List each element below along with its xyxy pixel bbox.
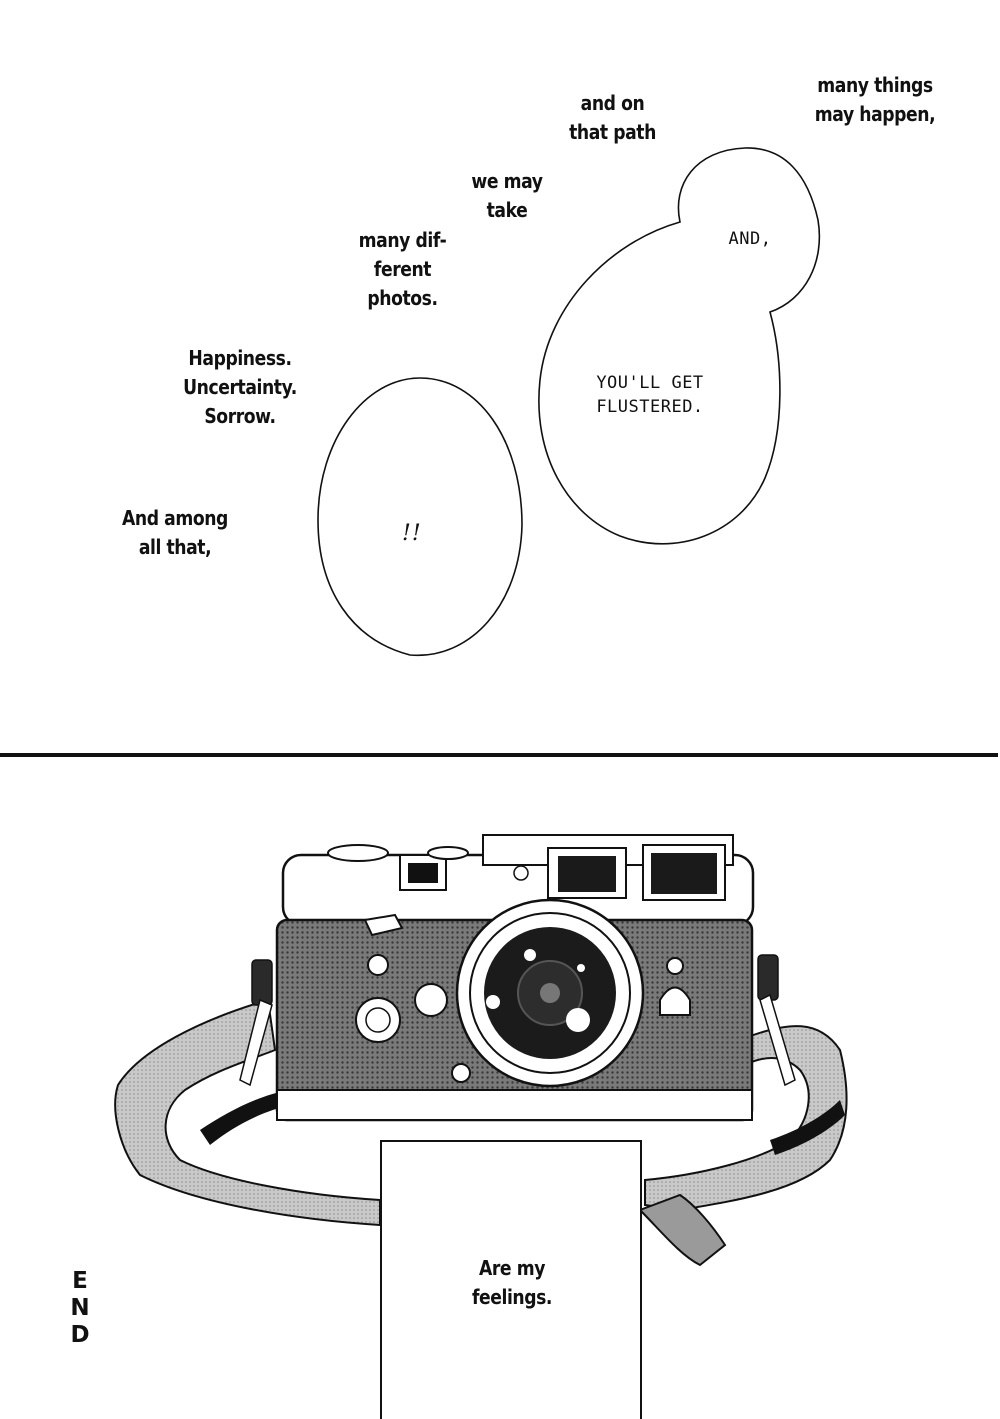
caption-box: Are my feelings. <box>380 1140 642 1419</box>
narration-many-things: many things may happen, <box>814 73 936 126</box>
narration-and-among-all-that: And among all that, <box>122 506 228 559</box>
narration-and-on-that-path: and on that path <box>569 91 656 144</box>
bubble-text-exclaim: !! <box>402 521 422 546</box>
camera-body <box>275 834 755 1122</box>
narration-we-may-take: we may take <box>471 169 543 222</box>
balloon-exclaim <box>317 377 523 657</box>
speech-balloons-layer <box>0 147 998 757</box>
narration-many-different-photos: many dif- ferent photos. <box>358 228 447 310</box>
narration-happiness: Happiness. Uncertainty. Sorrow. <box>183 346 297 428</box>
bubble-text-flustered: YOU'LL GET FLUSTERED. <box>596 373 704 417</box>
balloon-and-flustered <box>538 147 821 545</box>
end-mark: E N D <box>70 1268 90 1348</box>
caption-are-my-feelings: Are my feelings. <box>471 1256 553 1309</box>
bubble-text-and: AND, <box>728 229 772 249</box>
